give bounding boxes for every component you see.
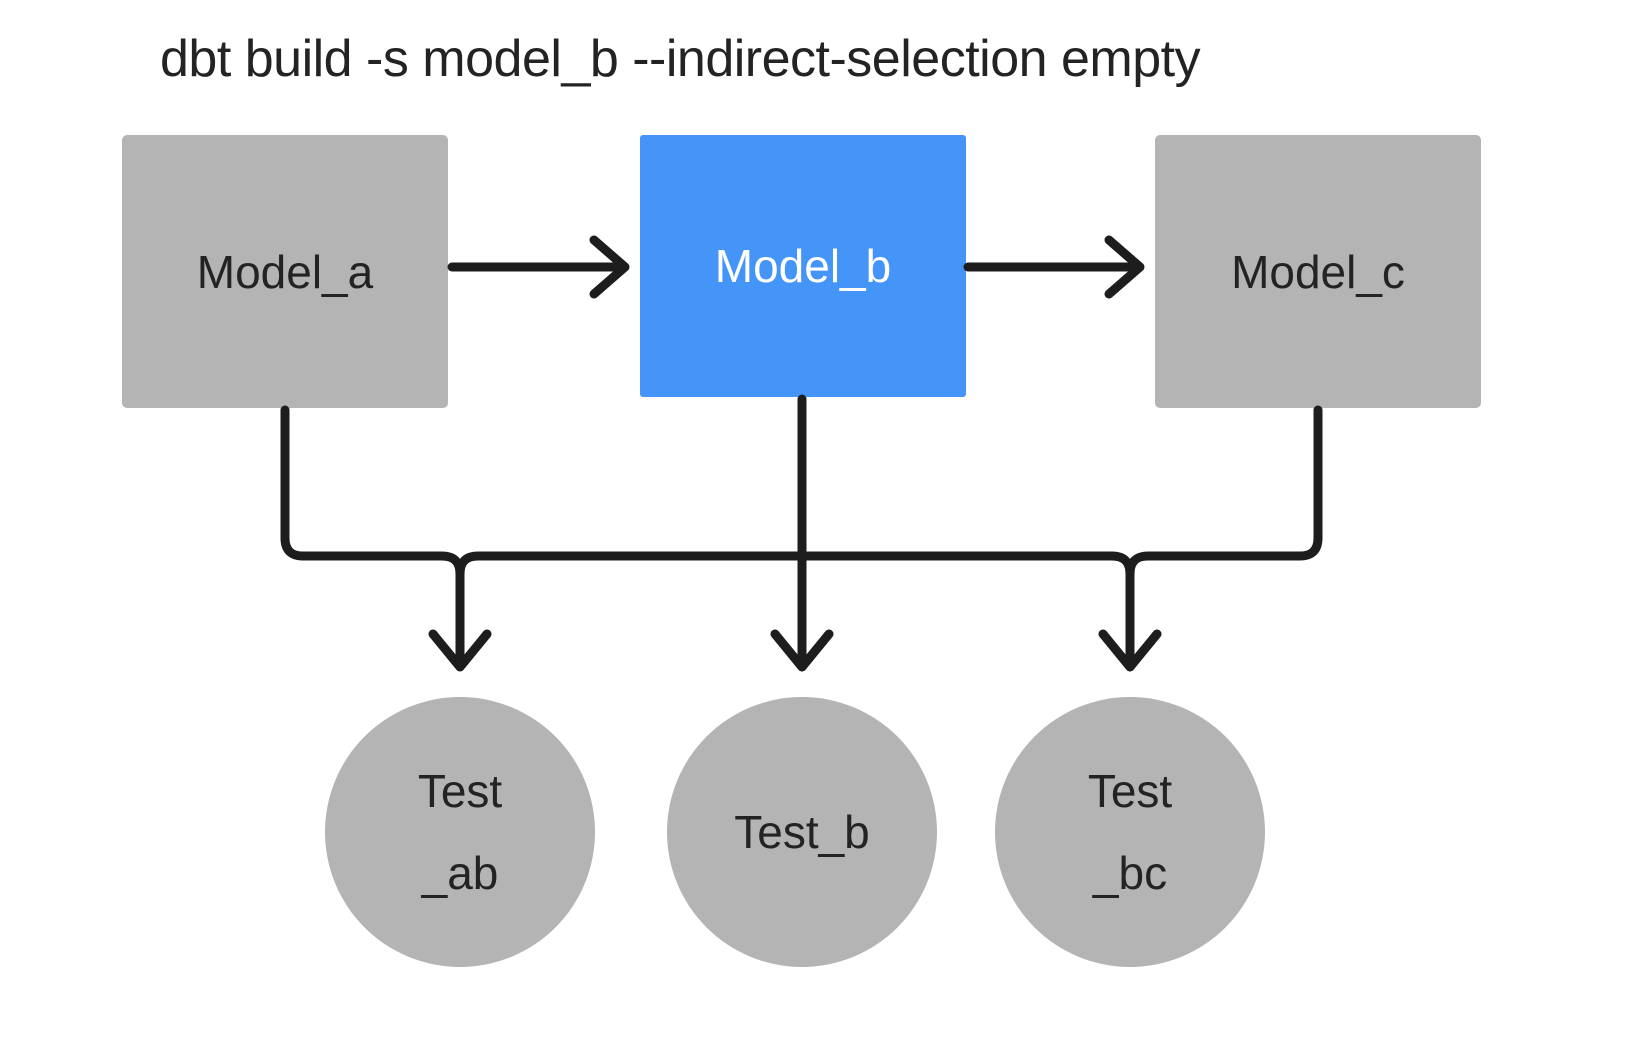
arrowhead-test-ab-in: [428, 629, 492, 672]
node-model-b[interactable]: [640, 135, 966, 397]
edge-model-a-to-test-ab: [280, 405, 465, 663]
edge-model-b-to-test-bc: [797, 551, 1135, 663]
arrowhead-model-b-in: [589, 235, 630, 299]
node-model-a[interactable]: [122, 135, 448, 408]
edge-model-c-to-test-bc: [1125, 405, 1323, 579]
node-model-c[interactable]: [1155, 135, 1481, 408]
arrowhead-test-b-in: [770, 629, 834, 672]
edge-model-b-to-test-ab: [455, 551, 807, 579]
node-test-bc[interactable]: [995, 697, 1265, 967]
arrowhead-model-c-in: [1104, 235, 1145, 299]
node-test-b[interactable]: [667, 697, 937, 967]
arrowhead-test-bc-in: [1098, 629, 1162, 672]
page-title: dbt build -s model_b --indirect-selectio…: [160, 30, 1201, 88]
node-test-ab[interactable]: [325, 697, 595, 967]
